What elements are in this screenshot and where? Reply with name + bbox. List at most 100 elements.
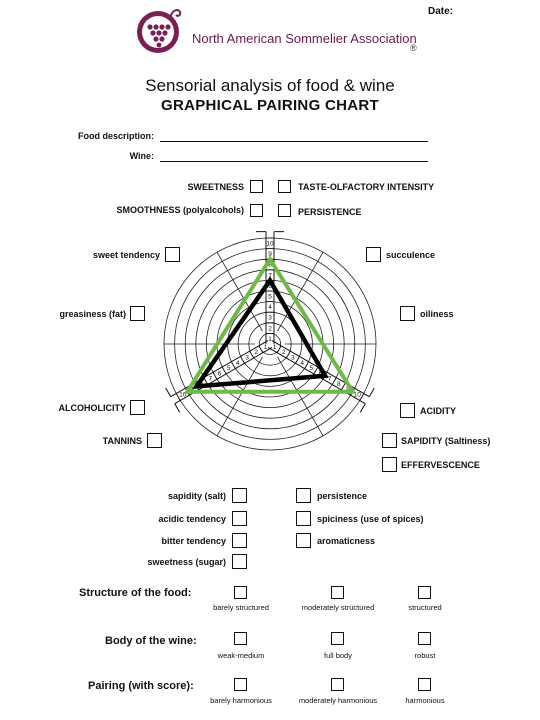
label-aromaticness: aromaticness bbox=[317, 536, 376, 546]
chart-tick-label: 8 bbox=[268, 262, 272, 269]
chart-tick-label: 10 bbox=[179, 392, 187, 399]
checkbox-greasiness[interactable] bbox=[130, 306, 145, 321]
chart-tick-label: 10 bbox=[354, 392, 362, 399]
chart-tick-label: 3 bbox=[268, 315, 272, 322]
label-sweet-tendency: sweet tendency bbox=[92, 250, 160, 260]
label-acidic-tendency: acidic tendency bbox=[158, 514, 226, 524]
checkbox-smoothness[interactable] bbox=[250, 204, 263, 217]
checkbox-aromaticness[interactable] bbox=[296, 533, 311, 548]
structure-option-1: barely structured bbox=[213, 603, 269, 612]
checkbox-effervescence[interactable] bbox=[382, 457, 397, 472]
chart-axis-flange bbox=[368, 387, 375, 397]
chart-tick-label: 4 bbox=[236, 360, 240, 367]
checkbox-sapidity[interactable] bbox=[382, 433, 397, 448]
checkbox-acidity[interactable] bbox=[400, 403, 415, 418]
label-smoothness: SMOOTHNESS (polyalcohols) bbox=[116, 205, 244, 215]
checkbox-sapidity-salt[interactable] bbox=[232, 488, 247, 503]
date-label: Date: bbox=[428, 6, 454, 17]
chart-tick-label: 2 bbox=[282, 349, 286, 356]
chart-tick-label: 4 bbox=[300, 360, 304, 367]
chart-axis-rail bbox=[170, 340, 269, 398]
structure-option-2: moderately structured bbox=[301, 603, 375, 612]
wine-field[interactable] bbox=[160, 161, 428, 162]
wine-triangle bbox=[191, 276, 329, 390]
chart-axis-tick bbox=[221, 366, 227, 375]
label-oiliness: oiliness bbox=[420, 309, 454, 319]
pairing-option-3: harmonious bbox=[405, 696, 445, 705]
chart-tick-label: 9 bbox=[268, 251, 272, 258]
chart-axis-tick bbox=[295, 356, 300, 364]
checkbox-alcoholicity[interactable] bbox=[130, 400, 145, 415]
page-subtitle: GRAPHICAL PAIRING CHART bbox=[160, 97, 379, 114]
checkbox-structure-2[interactable] bbox=[331, 586, 344, 599]
checkbox-taste-olfactory[interactable] bbox=[278, 180, 291, 193]
chart-axis-tick bbox=[341, 382, 346, 391]
chart-tick-label: 5 bbox=[309, 365, 313, 372]
checkbox-structure-3[interactable] bbox=[418, 586, 431, 599]
checkbox-body-1[interactable] bbox=[234, 632, 247, 645]
checkbox-bitter-tendency[interactable] bbox=[232, 533, 247, 548]
chart-axis-flange bbox=[174, 403, 181, 413]
chart-axis-tick bbox=[359, 393, 365, 401]
chart-tick-label: 4 bbox=[268, 304, 272, 311]
chart-axis-tick bbox=[230, 361, 236, 369]
chart-axis-tick bbox=[313, 366, 319, 375]
label-taste-olfactory: TASTE-OLFACTORY INTENSITY bbox=[298, 182, 435, 192]
wine-label: Wine: bbox=[129, 151, 154, 161]
chart-axis-tick bbox=[240, 356, 245, 364]
checkbox-sweet-tendency[interactable] bbox=[165, 247, 180, 262]
chart-spokes bbox=[164, 252, 376, 436]
checkbox-persistence-food[interactable] bbox=[296, 488, 311, 503]
checkbox-structure-1[interactable] bbox=[234, 586, 247, 599]
label-persistence-wine: PERSISTENCE bbox=[298, 207, 362, 217]
chart-tick-label: 6 bbox=[218, 370, 222, 377]
label-sweetness-sugar: sweetness (sugar) bbox=[147, 557, 226, 567]
checkbox-persistence-wine[interactable] bbox=[278, 204, 291, 217]
label-sapidity-salt: sapidity (salt) bbox=[167, 491, 226, 501]
food-description-field[interactable] bbox=[160, 141, 428, 142]
checkbox-pairing-3[interactable] bbox=[418, 678, 431, 691]
pairing-option-2: moderately harmonious bbox=[298, 696, 378, 705]
food-triangle bbox=[183, 255, 357, 394]
chart-tick-label: 8 bbox=[337, 381, 341, 388]
page-title: Sensorial analysis of food & wine bbox=[145, 76, 395, 95]
structure-option-3: structured bbox=[408, 603, 442, 612]
checkbox-sweetness-sugar[interactable] bbox=[232, 554, 247, 569]
checkbox-tannins[interactable] bbox=[147, 433, 162, 448]
chart-tick-label: 2 bbox=[254, 349, 258, 356]
label-tannins: TANNINS bbox=[102, 436, 142, 446]
checkbox-body-3[interactable] bbox=[418, 632, 431, 645]
label-sapidity: SAPIDITY (Saltiness) bbox=[401, 436, 491, 446]
body-option-1: weak-medium bbox=[217, 651, 265, 660]
chart-tick-label: 7 bbox=[209, 376, 213, 383]
checkbox-acidic-tendency[interactable] bbox=[232, 511, 247, 526]
structure-label: Structure of the food: bbox=[79, 587, 192, 599]
label-sweetness: SWEETNESS bbox=[187, 182, 244, 192]
chart-axis-tick bbox=[276, 345, 282, 353]
chart-tick-label: 1 bbox=[273, 344, 277, 351]
org-name-text: North American Sommelier Association bbox=[192, 31, 417, 46]
organization-name: North American Sommelier Association ® bbox=[192, 31, 417, 53]
sommelier-logo-icon bbox=[137, 9, 182, 53]
checkbox-pairing-2[interactable] bbox=[331, 678, 344, 691]
label-spiciness: spiciness (use of spices) bbox=[317, 514, 424, 524]
chart-axis-tick bbox=[212, 372, 218, 380]
chart-axis-tick bbox=[331, 377, 337, 385]
chart-axis-tick bbox=[304, 361, 310, 369]
chart-tick-label: 3 bbox=[291, 354, 295, 361]
checkbox-pairing-1[interactable] bbox=[234, 678, 247, 691]
chart-axis-tick bbox=[249, 350, 254, 359]
chart-tick-label: 5 bbox=[227, 365, 231, 372]
chart-axis-flange bbox=[165, 387, 172, 397]
body-option-3: robust bbox=[414, 651, 436, 660]
food-description-label: Food description: bbox=[78, 131, 154, 141]
checkbox-body-2[interactable] bbox=[331, 632, 344, 645]
label-alcoholicity: ALCOHOLICITY bbox=[58, 403, 127, 413]
label-bitter-tendency: bitter tendency bbox=[161, 536, 226, 546]
checkbox-succulence[interactable] bbox=[366, 247, 381, 262]
checkbox-sweetness[interactable] bbox=[250, 180, 263, 193]
checkbox-oiliness[interactable] bbox=[400, 306, 415, 321]
chart-spoke bbox=[277, 356, 324, 436]
chart-tick-label: 1 bbox=[268, 336, 272, 343]
checkbox-spiciness[interactable] bbox=[296, 511, 311, 526]
